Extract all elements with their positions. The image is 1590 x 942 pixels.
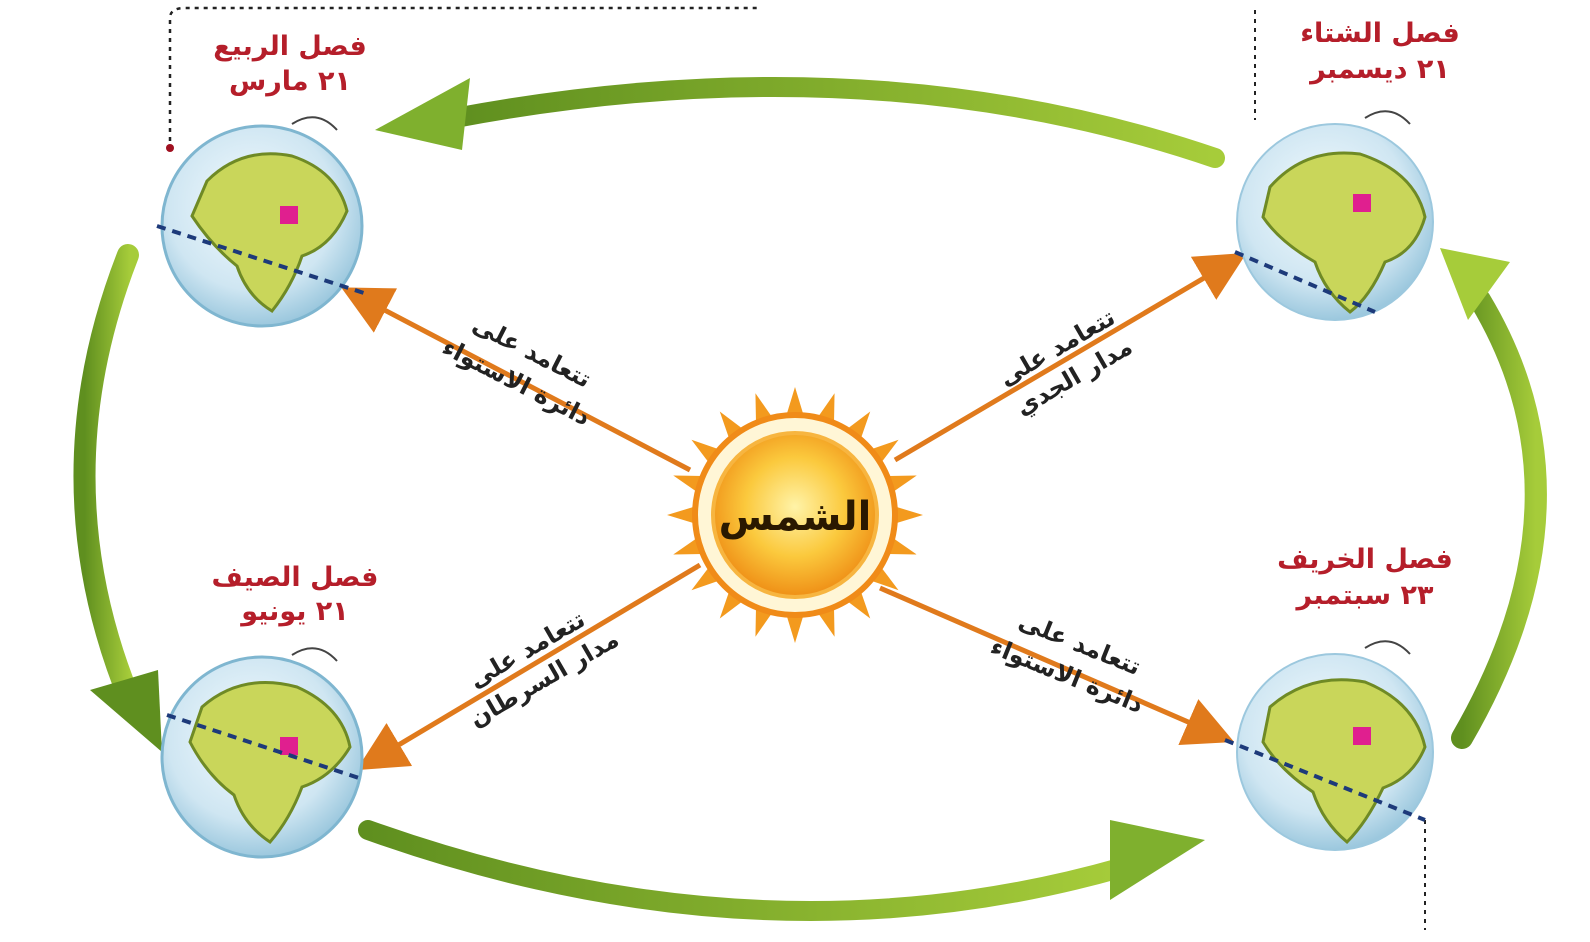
tilt-arc bbox=[1364, 110, 1411, 125]
orbit-arrow-winter-to-spring bbox=[375, 76, 1225, 168]
season-summer-date: ٢١ يونيو bbox=[239, 596, 349, 627]
continent-land bbox=[188, 681, 352, 844]
continent-land bbox=[190, 152, 349, 313]
sun-ray-to-winter bbox=[893, 252, 1247, 463]
sun-ray-to-summer bbox=[356, 562, 702, 771]
season-spring-name: فصل الربيع bbox=[213, 31, 367, 62]
sun-ray-to-autumn bbox=[879, 585, 1235, 745]
continent-land bbox=[1261, 678, 1427, 845]
season-autumn-date: ٢٣ سبتمبر bbox=[1295, 580, 1434, 611]
tilt-arc bbox=[291, 647, 338, 662]
country-marker bbox=[280, 206, 298, 224]
sun-spike bbox=[817, 393, 835, 423]
sun-spike bbox=[673, 537, 703, 555]
season-summer-name: فصل الصيف bbox=[212, 562, 379, 593]
globe-summer bbox=[160, 647, 364, 859]
globe-autumn bbox=[1224, 640, 1434, 851]
season-spring-date: ٢١ مارس bbox=[229, 66, 351, 97]
season-winter-name: فصل الشتاء bbox=[1300, 18, 1460, 49]
country-marker bbox=[1353, 194, 1371, 212]
sun-spike bbox=[786, 387, 804, 416]
sun-spike bbox=[786, 614, 804, 643]
ray-label-spring: تتعامد على دائرة الاستواء bbox=[438, 310, 596, 431]
sun-ray-to-spring bbox=[341, 287, 692, 473]
sun-spike bbox=[887, 475, 917, 493]
orbit-arrow-spring-to-summer bbox=[73, 244, 162, 752]
tilt-arc bbox=[291, 116, 338, 131]
globe-winter bbox=[1234, 110, 1434, 321]
country-marker bbox=[1353, 727, 1371, 745]
sun: الشمس bbox=[667, 387, 923, 643]
equator-line bbox=[166, 713, 363, 781]
equator-line bbox=[1224, 738, 1426, 822]
season-autumn-name: فصل الخريف bbox=[1277, 544, 1453, 575]
continent-land bbox=[1261, 151, 1427, 314]
sun-spike bbox=[817, 607, 835, 637]
orbit-arrow-summer-to-autumn bbox=[358, 820, 1205, 921]
ray-label-autumn: تتعامد على دائرة الاستواء bbox=[987, 607, 1148, 719]
sun-spike bbox=[755, 607, 773, 637]
tilt-arc bbox=[1364, 640, 1411, 655]
globe-spring bbox=[156, 116, 368, 328]
sun-label: الشمس bbox=[719, 494, 872, 540]
sun-spike bbox=[887, 537, 917, 555]
equator-line bbox=[156, 224, 368, 296]
sun-spike bbox=[667, 506, 696, 524]
frame-dot bbox=[166, 144, 174, 152]
orbit-arrow-autumn-to-winter bbox=[1440, 248, 1547, 749]
country-marker bbox=[280, 737, 298, 755]
season-winter-date: ٢١ ديسمبر bbox=[1308, 54, 1450, 85]
sun-spike bbox=[894, 506, 923, 524]
sun-spike bbox=[673, 475, 703, 493]
sun-spike bbox=[755, 393, 773, 423]
